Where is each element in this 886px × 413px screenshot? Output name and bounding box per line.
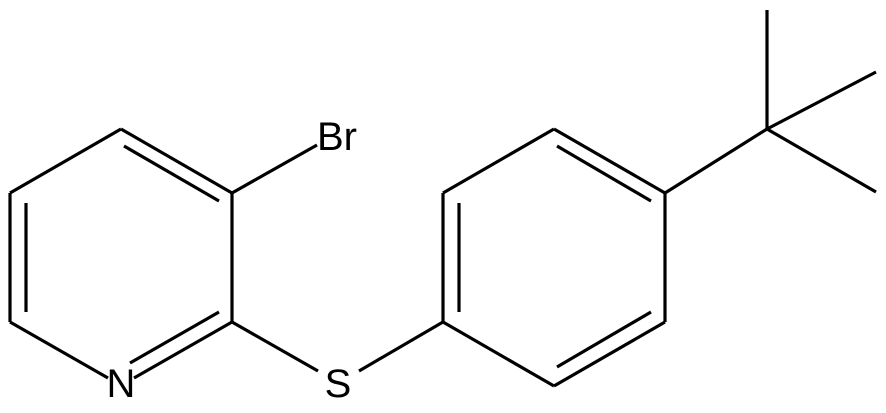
pyridine-ring — [8, 127, 234, 380]
bond-ring-top-left — [9, 127, 122, 195]
linker-bonds — [231, 143, 444, 373]
tert-butyl-group — [664, 10, 877, 195]
bond-phenyl-top-right-inner — [556, 144, 652, 203]
bond-methyl-lower-right — [766, 127, 877, 194]
bond-phenyl-bottom-right — [553, 320, 666, 388]
bond-phenyl-to-quaternary-carbon — [664, 127, 768, 195]
bond-ring-top-right-inner — [123, 144, 220, 203]
bond-ring-bottom-left — [9, 320, 109, 380]
atom-label-sulfur: S — [325, 362, 352, 406]
bond-ring-to-sulfur — [231, 320, 319, 373]
bond-sulfur-to-phenyl — [358, 320, 444, 373]
bond-phenyl-top-left — [442, 127, 555, 195]
bond-phenyl-top-right — [553, 127, 666, 195]
bond-ring-bottom-right-inner — [129, 310, 220, 365]
phenyl-ring — [441, 127, 667, 388]
atom-label-nitrogen: N — [107, 362, 136, 406]
atom-label-bromine: Br — [317, 115, 357, 159]
bond-methyl-upper-right — [766, 70, 877, 131]
bond-phenyl-bottom-right-inner — [556, 310, 652, 369]
bond-ring-top-right — [120, 127, 233, 195]
bond-ring-bottom-right — [133, 320, 233, 380]
bond-ring-to-bromine — [231, 143, 318, 195]
bond-phenyl-bottom-left — [442, 320, 555, 388]
